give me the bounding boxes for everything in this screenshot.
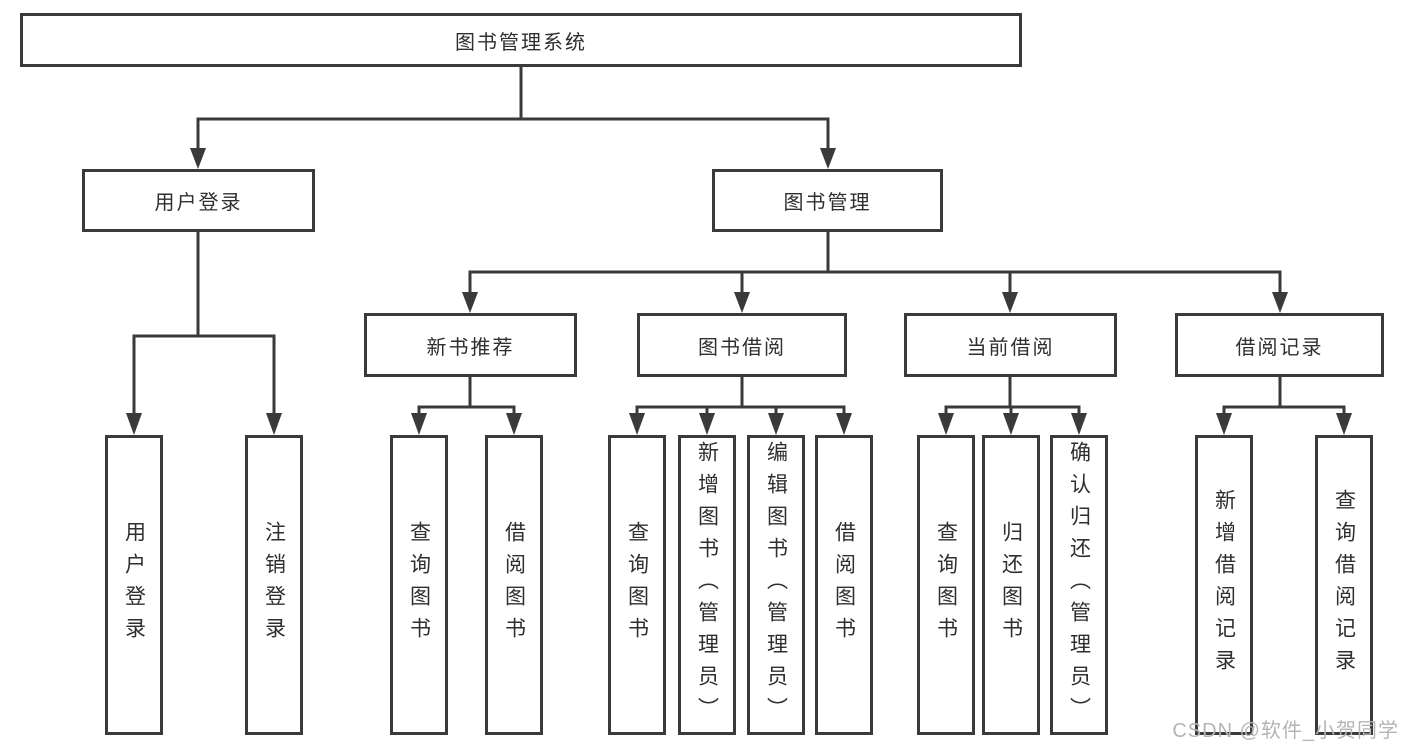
leaf-borrow-books: 借阅图书	[485, 435, 543, 735]
node-label: 注销登录	[262, 521, 286, 649]
node-label: 借阅图书	[832, 521, 856, 649]
node-label: 图书借阅	[698, 336, 786, 359]
node-borrow-records: 借阅记录	[1175, 313, 1384, 377]
leaf-user-login: 用户登录	[105, 435, 163, 735]
leaf-query-books-2: 查询图书	[608, 435, 666, 735]
leaf-add-borrow-record: 新增借阅记录	[1195, 435, 1253, 735]
node-user-login: 用户登录	[82, 169, 315, 232]
leaf-query-books: 查询图书	[390, 435, 448, 735]
node-label: 编辑图书（管理员）	[764, 441, 788, 729]
node-label: 借阅图书	[502, 521, 526, 649]
node-label: 用户登录	[122, 521, 146, 649]
leaf-return-books: 归还图书	[982, 435, 1040, 735]
node-label: 新增借阅记录	[1212, 489, 1236, 681]
leaf-logout: 注销登录	[245, 435, 303, 735]
node-label: 当前借阅	[966, 336, 1055, 359]
leaf-query-borrow-record: 查询借阅记录	[1315, 435, 1373, 735]
node-label: 归还图书	[999, 521, 1023, 649]
node-label: 查询图书	[625, 521, 649, 649]
node-label: 用户登录	[154, 192, 243, 214]
node-label: 借阅记录	[1235, 336, 1324, 359]
node-label: 新书推荐	[426, 336, 515, 359]
node-book-borrow: 图书借阅	[637, 313, 847, 377]
node-library-management-system: 图书管理系统	[20, 13, 1022, 67]
leaf-confirm-return-admin: 确认归还（管理员）	[1050, 435, 1108, 735]
leaf-query-books-3: 查询图书	[917, 435, 975, 735]
csdn-watermark: CSDN @软件_小贺同学	[1172, 720, 1399, 742]
node-new-book-recommend: 新书推荐	[364, 313, 577, 377]
node-current-borrow: 当前借阅	[904, 313, 1117, 377]
node-label: 图书管理系统	[455, 31, 587, 54]
node-label: 查询图书	[934, 521, 958, 649]
node-label: 查询图书	[407, 521, 431, 649]
node-book-management: 图书管理	[712, 169, 943, 232]
node-label: 新增图书（管理员）	[695, 441, 719, 729]
node-label: 图书管理	[783, 192, 872, 214]
node-label: 查询借阅记录	[1332, 489, 1356, 681]
node-label: 确认归还（管理员）	[1067, 441, 1091, 729]
leaf-borrow-books-2: 借阅图书	[815, 435, 873, 735]
leaf-add-book-admin: 新增图书（管理员）	[678, 435, 736, 735]
leaf-edit-book-admin: 编辑图书（管理员）	[747, 435, 805, 735]
